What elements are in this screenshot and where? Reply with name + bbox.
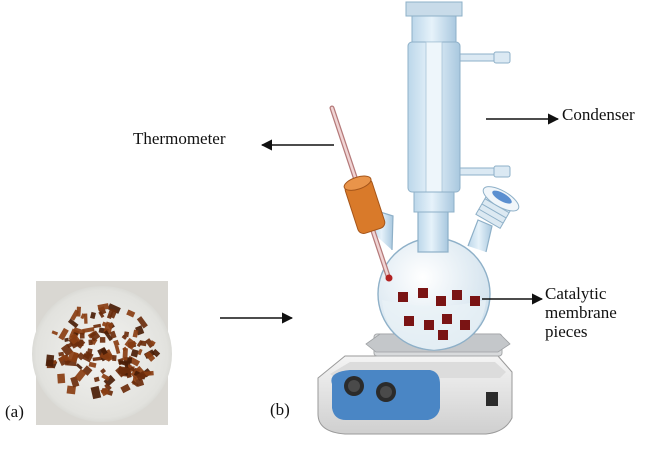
photo-membrane-piece xyxy=(46,355,55,367)
panel-b-label: (b) xyxy=(270,400,290,420)
condenser xyxy=(406,2,510,212)
power-switch xyxy=(486,392,498,406)
membrane-piece xyxy=(438,330,448,340)
catalytic-label-line1: Catalytic xyxy=(545,284,655,303)
catalytic-label-line2: membrane xyxy=(545,303,655,322)
condenser-label: Condenser xyxy=(562,105,635,125)
panel-a-label: (a) xyxy=(5,402,24,422)
membrane-piece xyxy=(398,292,408,302)
hotplate-stirrer xyxy=(318,334,512,434)
membrane-piece xyxy=(452,290,462,300)
catalytic-label-line3: pieces xyxy=(545,322,655,341)
rubber-stopper xyxy=(342,173,386,235)
photo-membrane-piece xyxy=(124,331,129,337)
photo-membrane-piece xyxy=(100,337,105,343)
photo-membrane-piece xyxy=(88,339,92,345)
membrane-piece xyxy=(404,316,414,326)
membrane-piece xyxy=(470,296,480,306)
photo-membrane-piece xyxy=(57,374,65,384)
membrane-piece xyxy=(460,320,470,330)
membrane-photo xyxy=(32,281,172,425)
membrane-piece xyxy=(436,296,446,306)
photo-membrane-piece xyxy=(80,333,85,339)
photo-membrane-piece xyxy=(84,314,88,324)
membrane-piece xyxy=(442,314,452,324)
membrane-piece xyxy=(424,320,434,330)
photo-membrane-piece xyxy=(76,307,81,317)
membrane-piece xyxy=(418,288,428,298)
photo-membrane-piece xyxy=(112,355,117,361)
catalytic-membrane-label: Catalytic membrane pieces xyxy=(545,284,655,341)
thermometer-label: Thermometer xyxy=(133,129,226,149)
